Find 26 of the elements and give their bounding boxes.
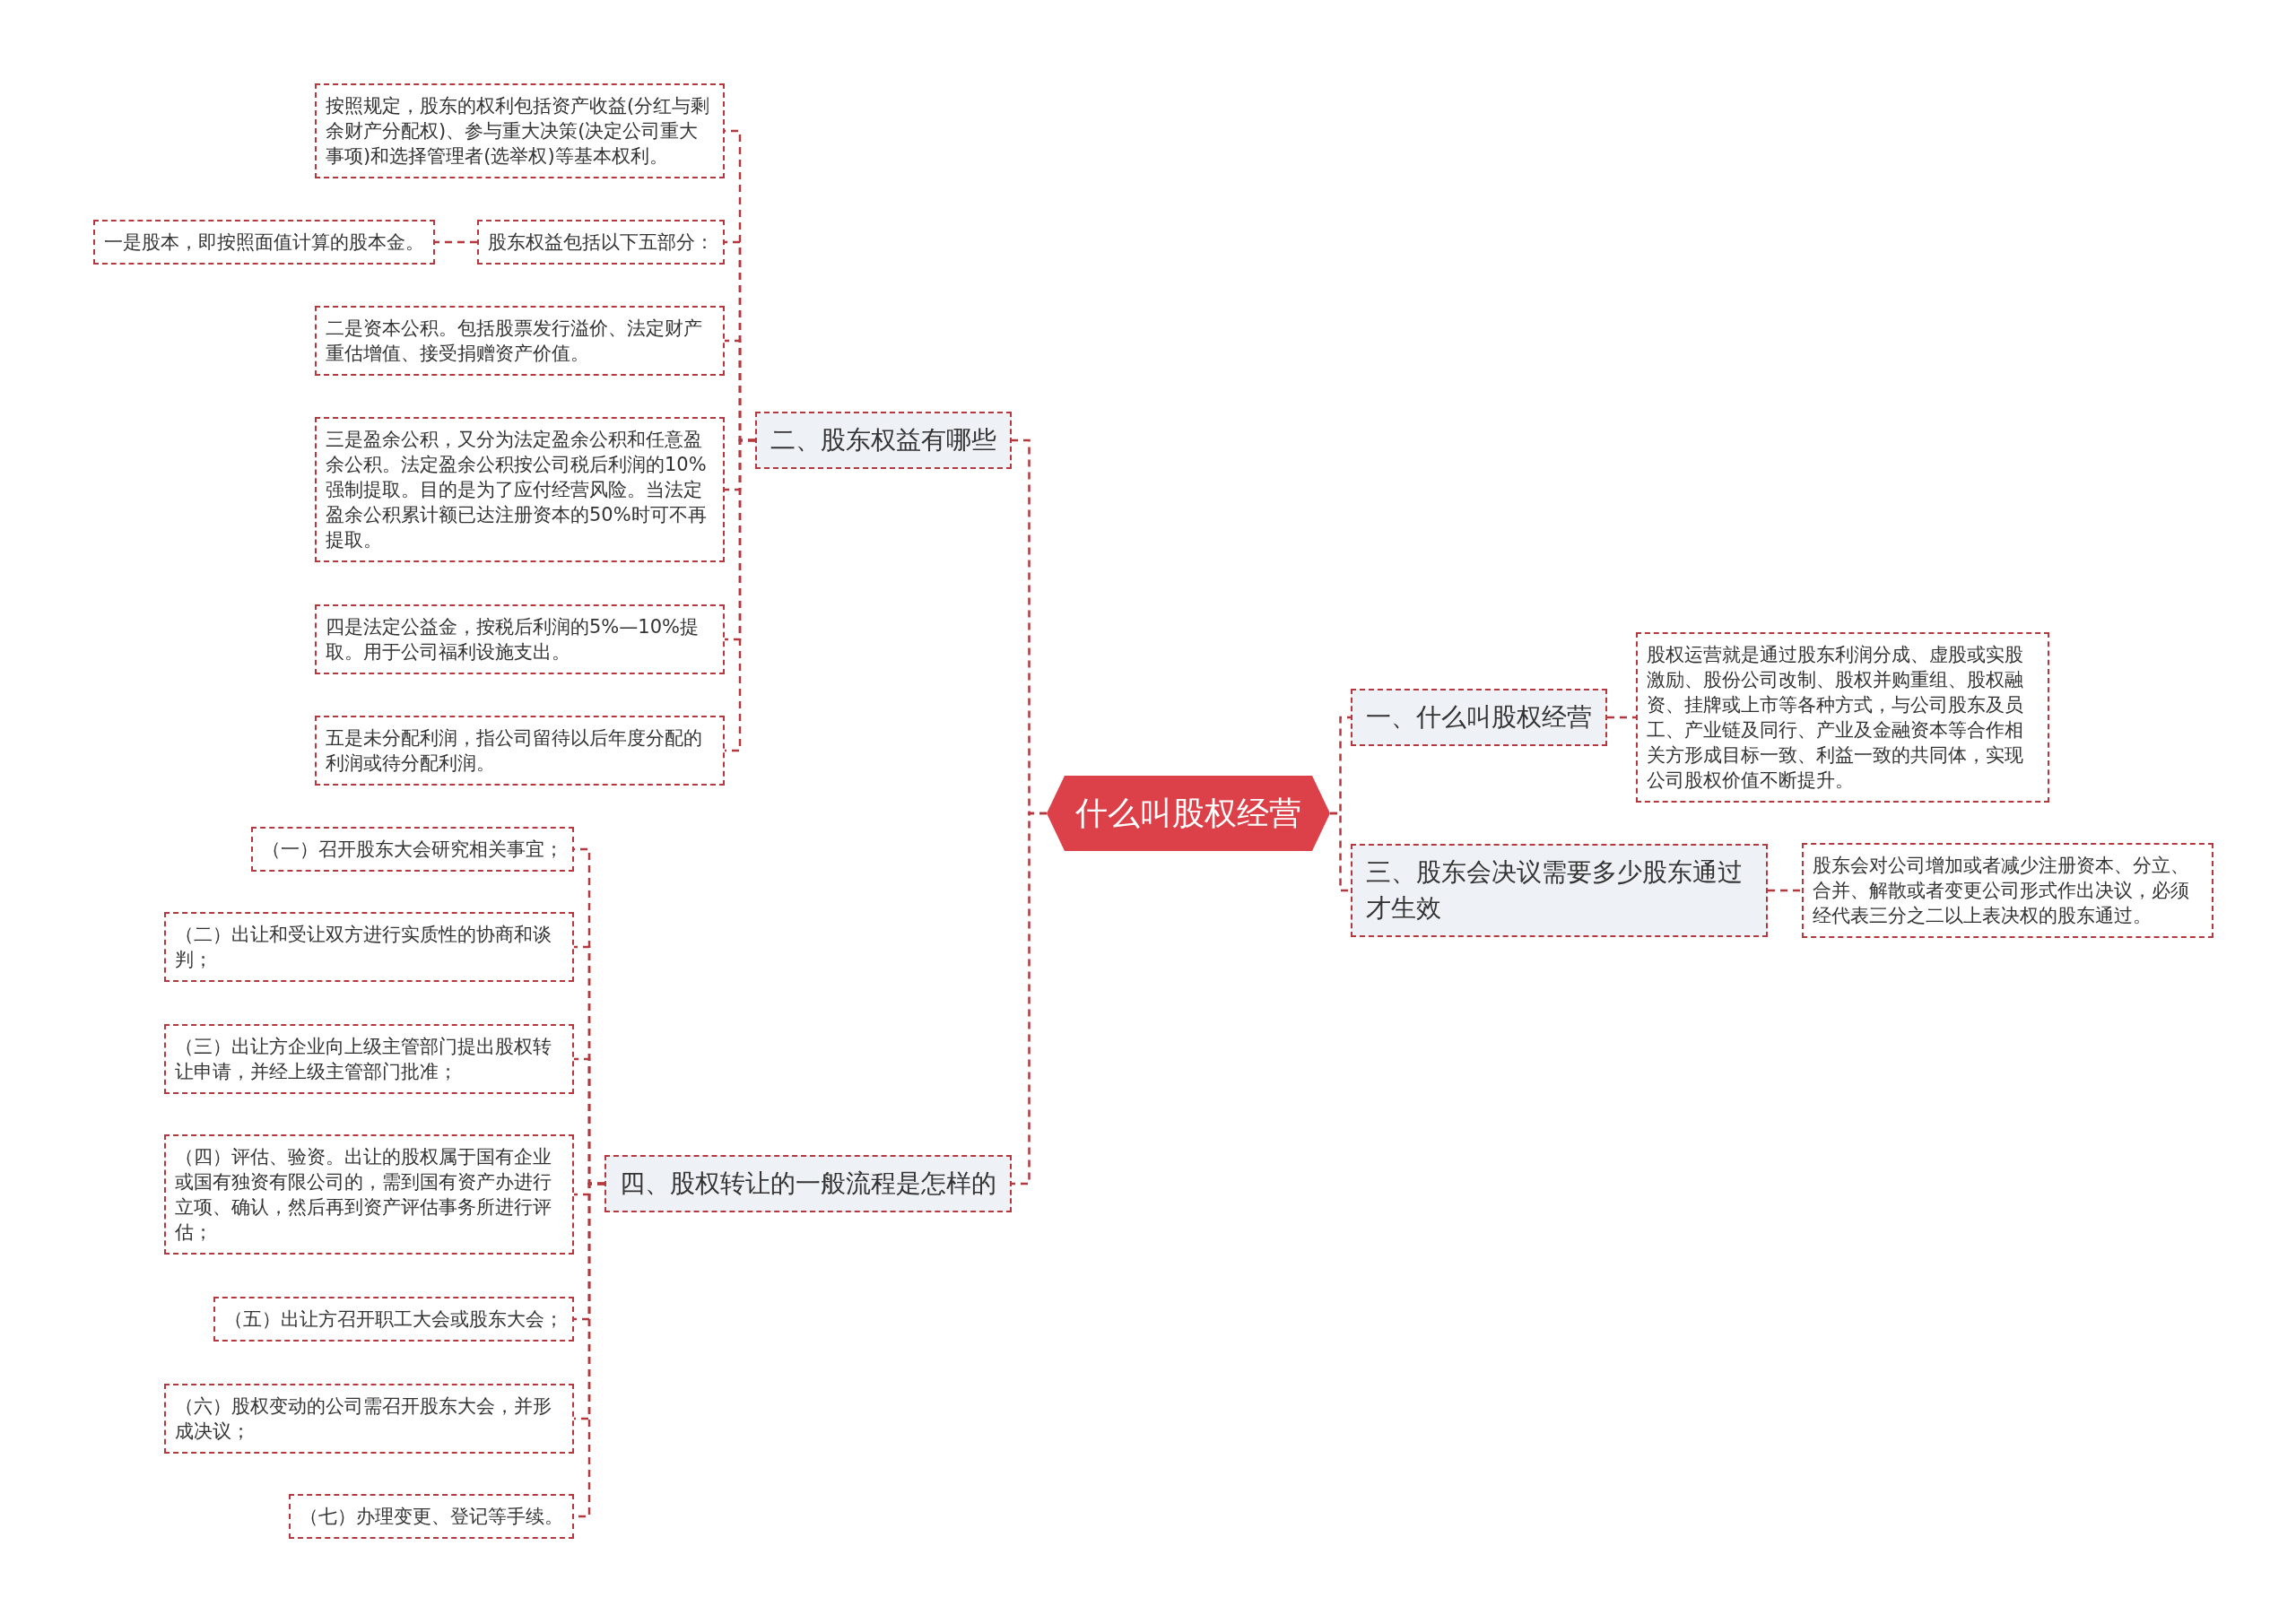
topic-box: 二、股东权益有哪些: [755, 412, 1012, 469]
topic-hexagon: 什么叫股权经营: [1047, 776, 1330, 851]
topic-box: 一、什么叫股权经营: [1351, 689, 1607, 746]
text-box: （五）出让方召开职工大会或股东大会；: [213, 1297, 574, 1342]
text-box: （四）评估、验资。出让的股权属于国有企业或国有独资有限公司的，需到国有资产办进行立项、确认，然后再到资产评估事务所进行评估；: [164, 1134, 574, 1255]
text-box: 按照规定，股东的权利包括资产收益(分红与剩余财产分配权)、参与重大决策(决定公司重大事项)和选择管理者(选举权)等基本权利。: [315, 83, 725, 178]
text-box: （二）出让和受让双方进行实质性的协商和谈判；: [164, 912, 574, 982]
text-box: （三）出让方企业向上级主管部门提出股权转让申请，并经上级主管部门批准；: [164, 1024, 574, 1094]
text-box: 四是法定公益金，按税后利润的5%—10%提取。用于公司福利设施支出。: [315, 604, 725, 674]
text-box: 一是股本，即按照面值计算的股本金。: [93, 220, 435, 265]
text-box: （七）办理变更、登记等手续。: [289, 1494, 574, 1539]
text-box: （一）召开股东大会研究相关事宜；: [251, 827, 574, 872]
text-box: 股东权益包括以下五部分：: [477, 220, 725, 265]
text-box: 三是盈余公积，又分为法定盈余公积和任意盈余公积。法定盈余公积按公司税后利润的10%强制提取。目的是为了应付经营风险。当法定盈余公积累计额已达注册资本的50%时可不再提取。: [315, 417, 725, 562]
connector-line: [435, 240, 477, 244]
connector-line: [1330, 812, 1351, 892]
text-box: 二是资本公积。包括股票发行溢价、法定财产重估增值、接受捐赠资产价值。: [315, 306, 725, 376]
text-box: 股权运营就是通过股东利润分成、虚股或实股激励、股份公司改制、股权并购重组、股权融资、挂牌或上市等各种方式，与公司股东及员工、产业链及同行、产业及金融资本等合作相关方形成目标一致、利益一致的共同体，实现公司股权价值不断提升。: [1636, 632, 2049, 803]
topic-box: 四、股权转让的一般流程是怎样的: [604, 1155, 1012, 1212]
text-box: 五是未分配利润，指公司留待以后年度分配的利润或待分配利润。: [315, 716, 725, 786]
connector-line: [1768, 889, 1802, 892]
topic-box: 三、股东会决议需要多少股东通过才生效: [1351, 844, 1768, 937]
connector-line: [1607, 716, 1636, 719]
text-box: 股东会对公司增加或者减少注册资本、分立、合并、解散或者变更公司形式作出决议，必须经代表三分之二以上表决权的股东通过。: [1802, 843, 2213, 938]
text-box: （六）股权变动的公司需召开股东大会，并形成决议；: [164, 1384, 574, 1454]
connector-line: [1012, 812, 1047, 1185]
